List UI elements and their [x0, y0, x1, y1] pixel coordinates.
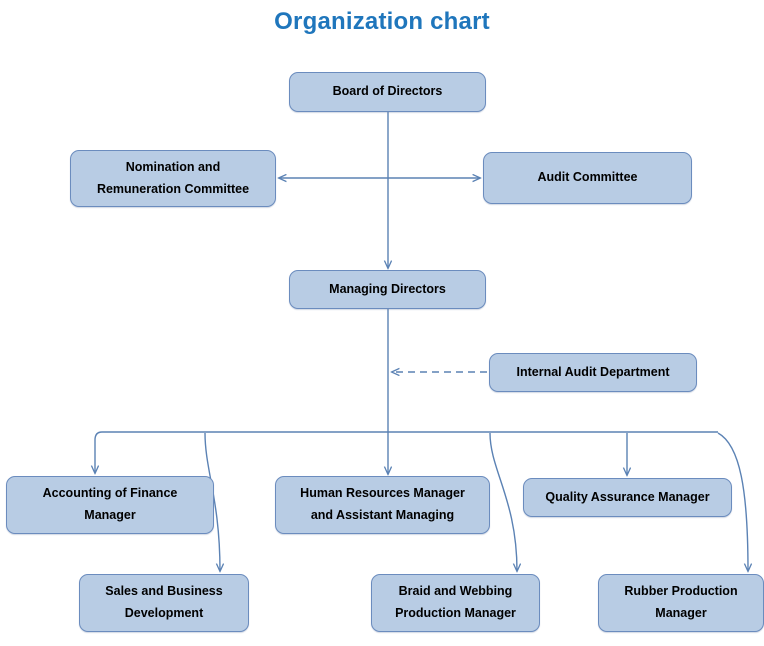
node-label: Nomination and Remuneration Committee [96, 159, 250, 196]
node-label: Sales and Business Development [105, 584, 223, 620]
node-accounting-of-finance-manager[interactable]: Accounting of Finance Manager [6, 476, 214, 534]
node-label: Rubber Production Manager [624, 584, 738, 620]
node-quality-assurance-manager[interactable]: Quality Assurance Manager [523, 478, 732, 517]
node-label: Accounting of Finance Manager [42, 486, 178, 522]
node-human-resources-manager-and-assistant-managing[interactable]: Human Resources Manager and Assistant Ma… [275, 476, 490, 534]
node-rubber-production-manager[interactable]: Rubber Production Manager [598, 574, 764, 632]
node-label: Audit Committee [537, 170, 638, 185]
node-board-of-directors[interactable]: Board of Directors [289, 72, 486, 112]
node-label: Human Resources Manager and Assistant Ma… [300, 486, 465, 522]
node-sales-and-business-development[interactable]: Sales and Business Development [79, 574, 249, 632]
node-nomination-and-remuneration-committee[interactable]: Nomination and Remuneration Committee [70, 150, 276, 207]
node-label: Managing Directors [329, 281, 446, 296]
node-label: Internal Audit Department [516, 364, 670, 379]
node-internal-audit-department[interactable]: Internal Audit Department [489, 353, 697, 392]
node-label: Quality Assurance Manager [545, 489, 710, 504]
connector-managing-to-braid-and-webbing [489, 432, 517, 571]
node-audit-committee[interactable]: Audit Committee [483, 152, 692, 204]
node-label: Board of Directors [332, 84, 443, 99]
node-managing-directors[interactable]: Managing Directors [289, 270, 486, 309]
page-title: Organization chart [274, 8, 490, 35]
node-braid-and-webbing-production-manager[interactable]: Braid and Webbing Production Manager [371, 574, 540, 632]
node-label: Braid and Webbing Production Manager [395, 584, 516, 620]
connector-distribution-bar-left [95, 431, 718, 473]
